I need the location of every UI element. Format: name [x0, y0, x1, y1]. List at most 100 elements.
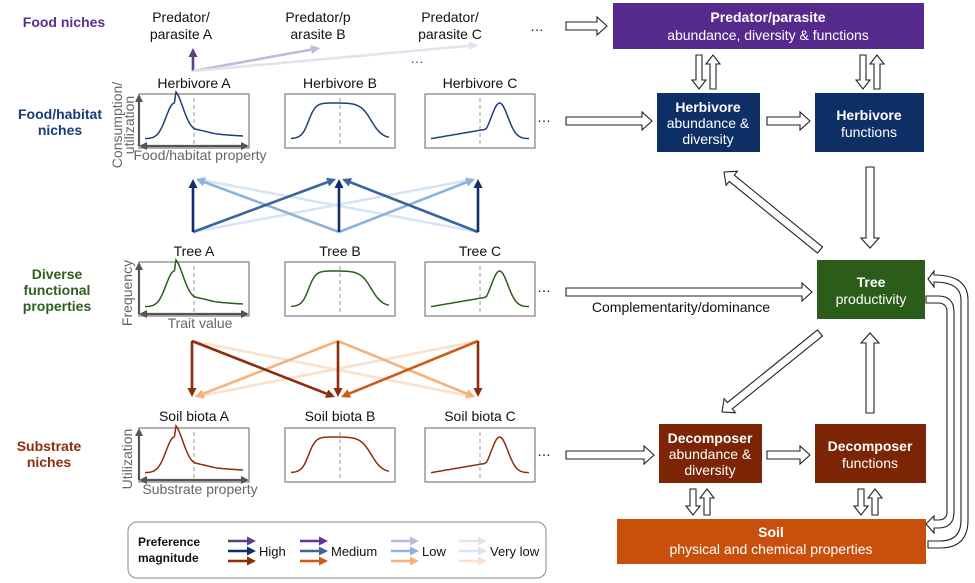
- herbivore-link-arrow-head: [325, 177, 336, 187]
- tree-panel: Tree B: [284, 243, 396, 317]
- legend-title-line: magnitude: [138, 551, 199, 565]
- herbivore-link-arrow-head: [473, 179, 483, 188]
- flow-arrow-soil-to-decomposer: [698, 488, 716, 516]
- row-label-line: Diverse: [32, 266, 83, 282]
- row-label-line: niches: [38, 122, 83, 138]
- herbivore-niche-curve: [144, 90, 244, 140]
- soil-link-arrow-head: [195, 389, 206, 398]
- legend-arrow-very_low-head: [478, 536, 487, 546]
- soil-panel-title: Soil biota A: [159, 408, 230, 424]
- soil-link-arrow-head: [187, 388, 197, 397]
- box-subtitle: diversity: [682, 131, 733, 147]
- flow-arrow-predator-to-herbivore: [690, 54, 708, 90]
- y-axis-arrowhead: [135, 262, 143, 270]
- legend-label-very_low: Very low: [490, 544, 540, 559]
- legend-label-high: High: [259, 544, 286, 559]
- predator-label-line: Predator/p: [285, 9, 351, 25]
- soil-link-arrow-shaft: [191, 339, 328, 395]
- row-label-food-habitat-niches: Food/habitat niches: [18, 106, 102, 138]
- soil-ellipsis: …: [537, 443, 551, 459]
- flow-arrow-to-predator: [565, 15, 608, 37]
- herbivore-axes: Food/habitat propertyConsumption/utiliza…: [109, 82, 267, 168]
- predator-link-ellipsis: …: [410, 50, 424, 66]
- herbivore-panel: Herbivore C: [424, 75, 536, 149]
- legend-arrow-low-head: [410, 536, 419, 546]
- soil-link-arrow-head: [324, 389, 335, 398]
- legend-arrow-very_low-head: [478, 556, 487, 566]
- predator-link-arrow-head: [188, 48, 198, 57]
- soil-link-arrow-head: [473, 388, 483, 397]
- legend-arrow-very_low-head: [478, 546, 487, 556]
- herbivore-link-arrow-head: [334, 179, 344, 188]
- flow-arrow-decomposer-to-soil: [684, 488, 702, 516]
- herbivore-link-arrow-head: [342, 178, 353, 187]
- soil-link-arrow-shaft: [348, 339, 479, 395]
- decomposer-abundance-box: Decomposer abundance & diversity: [659, 424, 762, 483]
- box-subtitle: functions: [841, 124, 897, 140]
- flow-arrow-predator-to-herbivore-fn: [854, 54, 872, 90]
- tree-to-herbivore-links: [188, 176, 483, 234]
- legend-arrow-high-head: [247, 546, 256, 556]
- soil-panel: Soil biota C: [424, 408, 536, 483]
- tree-productivity-box: Tree productivity: [817, 260, 925, 319]
- flow-arrow-tree-to-soil-loop: [925, 295, 955, 535]
- herbivore-link-arrow-shaft: [192, 179, 467, 234]
- flow-arrow-decomposer-fn-to-tree: [859, 332, 881, 414]
- predator-label-c: Predator/ parasite C: [418, 9, 482, 42]
- box-title: Herbivore: [675, 99, 741, 115]
- flow-arrow-complementarity: [565, 281, 813, 303]
- predator-label-b: Predator/p arasite B: [285, 9, 351, 42]
- legend-arrow-medium-head: [319, 546, 328, 556]
- box-bg: [815, 93, 924, 152]
- predator-label-line: arasite B: [290, 26, 345, 42]
- soil-link-arrow-head: [464, 389, 475, 398]
- tree-panel-title: Tree A: [174, 243, 215, 259]
- box-bg: [613, 3, 924, 49]
- flow-arrow-herbivore-fn-to-tree: [859, 166, 881, 249]
- tree-y-axis-label: Frequency: [119, 260, 135, 326]
- soil-properties-box: Soil physical and chemical properties: [617, 519, 926, 564]
- box-title: Decomposer: [668, 430, 753, 446]
- herbivore-link-arrow-shaft: [203, 180, 340, 234]
- soil-niche-curve: [144, 424, 244, 474]
- tree-ellipsis: …: [537, 279, 551, 295]
- box-subtitle: abundance, diversity & functions: [667, 27, 869, 43]
- legend-arrow-high-head: [247, 536, 256, 546]
- flow-arrow-to-herbivore: [565, 110, 653, 132]
- herbivore-ellipsis: …: [537, 109, 551, 125]
- herbivore-link-arrow-head: [196, 177, 207, 187]
- box-title: Herbivore: [836, 107, 902, 123]
- flow-arrow-soil-to-tree-loop: [927, 269, 969, 549]
- predator-link-arrow-head: [468, 41, 478, 51]
- herbivore-niche-curve: [290, 102, 390, 140]
- box-bg: [657, 93, 760, 152]
- flow-arrow-herbivore-fn-to-predator: [868, 54, 886, 90]
- legend-arrow-low-head: [410, 546, 419, 556]
- row-label-line: properties: [23, 298, 92, 314]
- predator-label-line: parasite C: [418, 26, 482, 42]
- flow-arrow-herbivore-to-predator: [704, 54, 722, 90]
- x-axis-arrowhead-left: [139, 476, 147, 484]
- predator-parasite-box: Predator/parasite abundance, diversity &…: [613, 3, 924, 49]
- row-label-line: Food niches: [23, 14, 106, 30]
- soil-link-arrow-shaft: [203, 339, 479, 397]
- predator-label-line: Predator/: [152, 9, 210, 25]
- box-bg: [815, 424, 926, 483]
- herbivore-link-arrow-head: [464, 178, 475, 187]
- tree-panel: Tree C: [424, 243, 536, 317]
- predator-ellipsis: …: [530, 18, 544, 34]
- box-subtitle: abundance &: [669, 446, 752, 462]
- flow-arrow-herbivore-ad-to-fn: [766, 110, 811, 132]
- box-bg: [617, 519, 926, 564]
- herbivore-link-arrow-shaft: [349, 181, 479, 234]
- complementarity-dominance-label: Complementarity/dominance: [592, 299, 770, 315]
- soil-panel: Soil biota B: [284, 408, 396, 483]
- tree-niche-curve: [144, 258, 244, 308]
- herbivore-panel: Herbivore B: [284, 75, 396, 149]
- legend-arrow-low-head: [410, 556, 419, 566]
- soil-niche-curve: [430, 436, 530, 474]
